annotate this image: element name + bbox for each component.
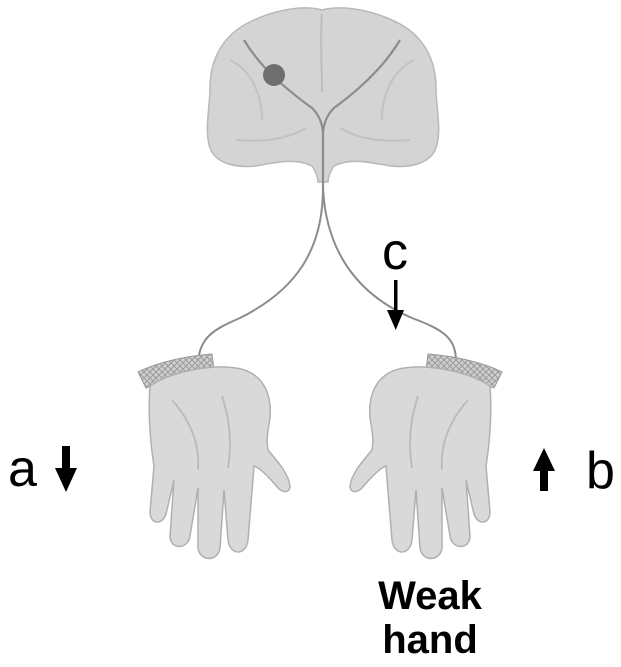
interhemispheric-fissure [321,14,322,92]
label-b: b [586,445,615,497]
lesion [263,64,285,86]
arrow-down-icon [55,446,77,492]
label-c: c [382,226,408,278]
label-a: a [8,443,37,495]
caption-line-1: Weak [350,574,510,618]
tract-to-left-hand [198,188,323,362]
weak-hand-caption: Weak hand [350,574,510,662]
left-hand [138,354,290,559]
caption-line-2: hand [350,618,510,662]
right-palm [350,367,491,559]
left-palm [149,367,290,559]
arrow-down-icon [387,280,404,330]
right-hand [350,354,502,559]
arrow-up-icon [533,448,555,491]
